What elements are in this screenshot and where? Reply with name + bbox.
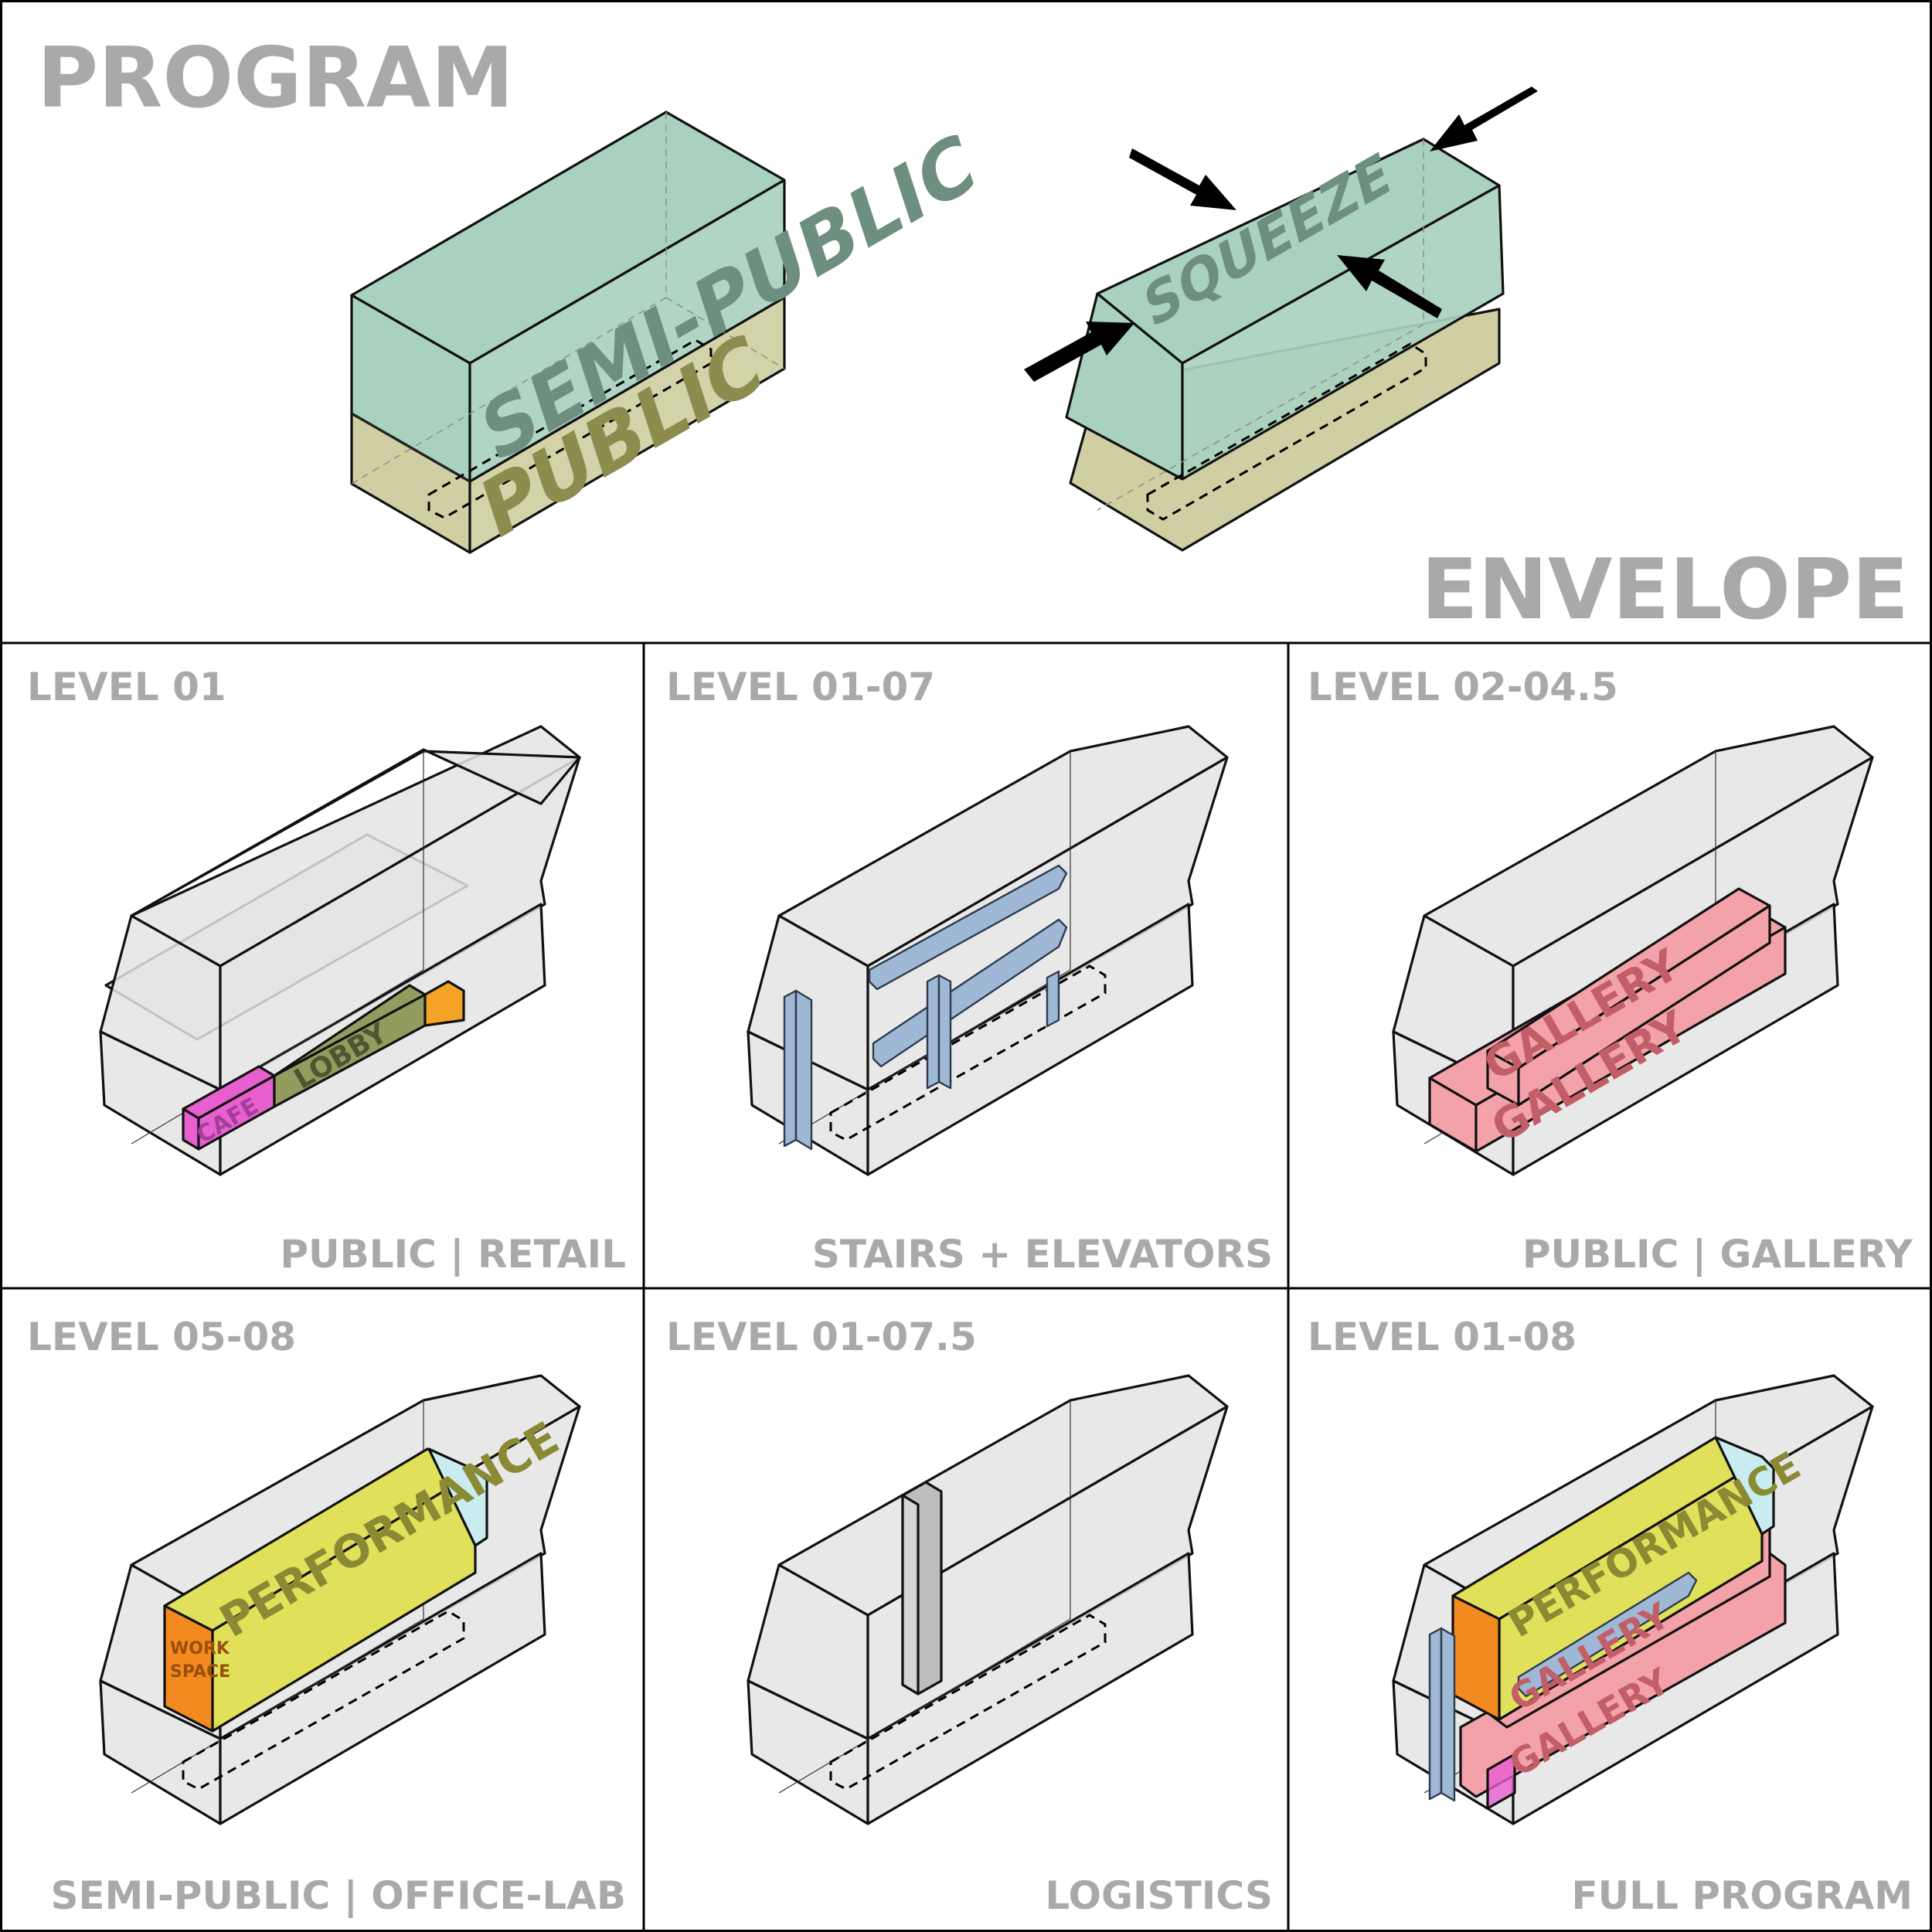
gallery-program: GALLERY GALLERY <box>1428 887 1787 1153</box>
envelope-title: ENVELOPE <box>1421 542 1909 638</box>
panel-caption: LOGISTICS <box>1045 1873 1273 1918</box>
panel-level-label: LEVEL 01-07.5 <box>666 1315 977 1359</box>
panel-level-label: LEVEL 01-08 <box>1308 1315 1577 1359</box>
panel-level-01-08: LEVEL 01-08 FULL PROGRAM PERFORMANCE GAL… <box>1308 1315 1913 1918</box>
panel-caption: PUBLIC | RETAIL <box>280 1232 626 1277</box>
envelope-ghost <box>747 1374 1229 1825</box>
stairs-elevators <box>783 864 1068 1151</box>
panel-level-01: LEVEL 01 PUBLIC | RETAIL CAFE LOBBY <box>27 665 626 1277</box>
panel-caption: FULL PROGRAM <box>1571 1873 1913 1918</box>
panel-level-02-04-5: LEVEL 02-04.5 PUBLIC | GALLERY GALLERY G… <box>1308 665 1913 1277</box>
panel-level-05-08: LEVEL 05-08 SEMI-PUBLIC | OFFICE-LAB PER… <box>27 1315 626 1918</box>
logistics-core <box>901 1481 943 1696</box>
envelope-ghost <box>747 725 1229 1176</box>
panel-level-label: LEVEL 01-07 <box>666 665 935 709</box>
squeeze-arrows <box>1024 87 1538 382</box>
envelope-ghost <box>99 725 581 1176</box>
program-block: SEMI-PUBLIC PUBLIC <box>350 111 985 559</box>
envelope-block: SQUEEZE <box>1024 87 1538 552</box>
panel-caption: PUBLIC | GALLERY <box>1522 1232 1913 1277</box>
panel-level-label: LEVEL 01 <box>27 665 226 709</box>
panel-level-label: LEVEL 02-04.5 <box>1308 665 1618 709</box>
full-program: PERFORMANCE GALLERY GALLERY <box>1428 1436 1808 1810</box>
panel-caption: STAIRS + ELEVATORS <box>812 1232 1273 1277</box>
panel-level-01-07: LEVEL 01-07 STAIRS + ELEVATORS <box>666 665 1273 1277</box>
program-title: PROGRAM <box>37 30 514 127</box>
panel-caption: SEMI-PUBLIC | OFFICE-LAB <box>50 1873 626 1918</box>
panel-level-01-07-5: LEVEL 01-07.5 LOGISTICS <box>666 1315 1273 1918</box>
panel-level-label: LEVEL 05-08 <box>27 1315 296 1359</box>
space-label: SPACE <box>170 1662 230 1682</box>
work-label: WORK <box>170 1639 230 1658</box>
